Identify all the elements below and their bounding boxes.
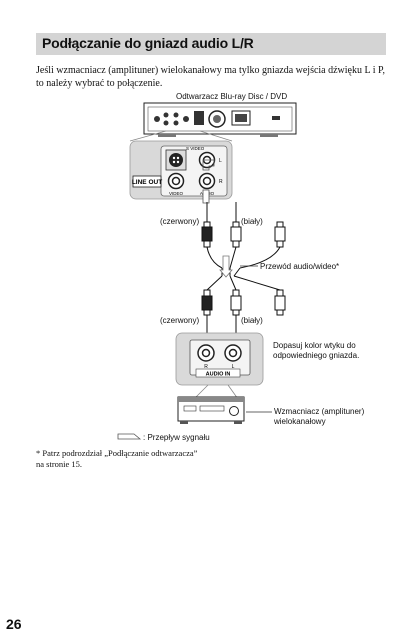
player-label: Odtwarzacz Blu-ray Disc / DVD: [176, 92, 288, 101]
jack-r-label: R: [219, 179, 223, 185]
intro-paragraph: Jeśli wzmacniacz (amplituner) wielokanał…: [36, 65, 385, 89]
section-title: Podłączanie do gniazd audio L/R: [42, 35, 254, 51]
white-top-label: (biały): [241, 217, 263, 226]
red-bottom-label: (czerwony): [160, 316, 200, 325]
audio-in-title: AUDIO IN: [206, 372, 231, 378]
audio-in-r-label: R: [204, 364, 208, 370]
footnote: * Patrz podrozdział „Podłączanie odtwarz…: [36, 448, 198, 469]
amplifier-label: Wzmacniacz (amplituner) wielokanałowy: [274, 407, 365, 426]
player-device: [143, 102, 297, 137]
white-bottom-label: (biały): [241, 316, 263, 325]
s-video-label: S VIDEO: [186, 146, 205, 151]
cable-label: Przewód audio/wideo*: [260, 262, 340, 271]
video-label: VIDEO: [169, 191, 184, 196]
page-number: 26: [6, 616, 22, 632]
match-color-note: Dopasuj kolor wtyku do odpowiedniego gni…: [273, 341, 360, 360]
jack-panel: LINE OUT S VIDEO VIDEO AUDIO L R: [129, 130, 233, 200]
section-header: Podłączanie do gniazd audio L/R: [36, 33, 386, 55]
signal-arrow-mid: [219, 255, 233, 278]
signal-arrow-top: [202, 159, 215, 204]
cable: [206, 246, 281, 291]
line-out-label: LINE OUT: [132, 179, 162, 186]
top-plugs: [201, 202, 286, 248]
signal-flow-legend: : Przepływ sygnału: [143, 433, 210, 442]
bottom-plugs: [201, 289, 286, 338]
red-top-label: (czerwony): [160, 217, 200, 226]
jack-l-label: L: [219, 158, 222, 164]
audio-in-panel: R L AUDIO IN: [175, 332, 264, 400]
signal-flow-icon: [117, 433, 142, 440]
audio-in-l-label: L: [232, 364, 235, 370]
amplifier-device: [177, 396, 245, 424]
